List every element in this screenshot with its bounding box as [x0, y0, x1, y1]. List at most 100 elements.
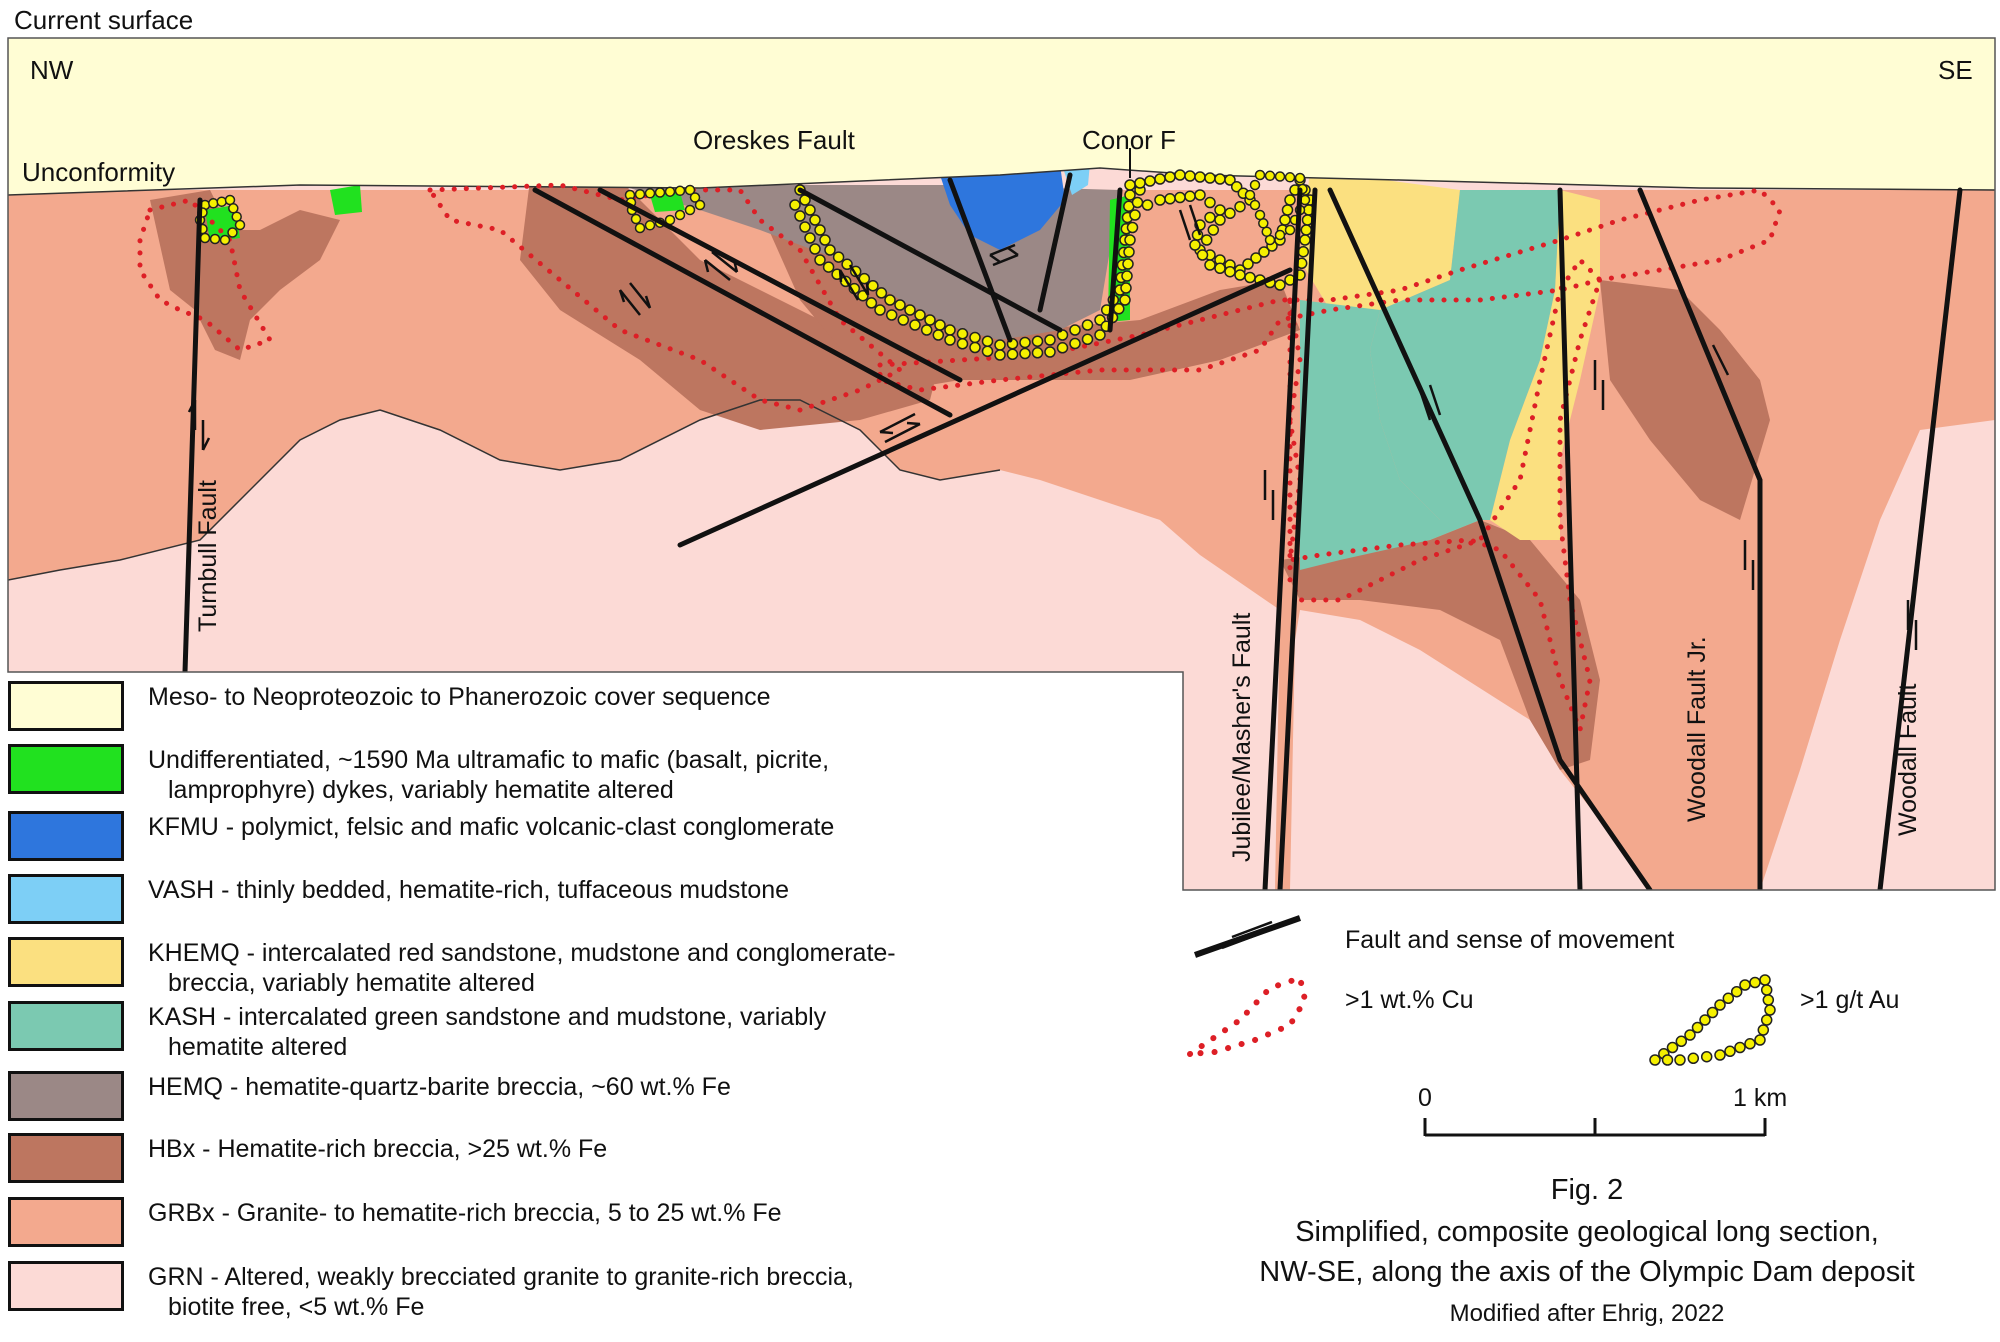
- au-dot: [944, 334, 956, 346]
- khemq-unit: [1300, 170, 1460, 310]
- legend-label-continued: breccia, variably hematite altered: [168, 969, 535, 997]
- au-dot: [1121, 270, 1133, 282]
- au-dot: [1189, 239, 1201, 251]
- au-dot: [1294, 172, 1306, 184]
- au-dot: [956, 338, 969, 350]
- au-dot: [1249, 199, 1261, 211]
- au-dot: [1031, 347, 1044, 359]
- au-dot: [875, 287, 888, 299]
- hbx-unit: [1600, 280, 1770, 520]
- au-dot: [914, 309, 926, 321]
- au-dot: [1131, 196, 1144, 209]
- au-dot: [857, 289, 869, 302]
- legend-label: GRBx - Granite- to hematite-rich breccia…: [148, 1199, 782, 1227]
- au-dot: [1126, 221, 1139, 234]
- current-surface-label: Current surface: [14, 5, 194, 35]
- kash-unit: [1370, 190, 1560, 520]
- au-dot: [689, 192, 701, 203]
- jubilee-fault-line: [1262, 187, 1303, 890]
- woodall-fault-jr-label: Woodall Fault Jr.: [1683, 636, 1711, 822]
- fault-arrow-icon: [703, 251, 739, 281]
- au-symbol-icon: [1649, 974, 1776, 1066]
- au-dot: [981, 345, 994, 358]
- au-dot: [1724, 1045, 1736, 1058]
- au-dot: [1760, 1014, 1773, 1026]
- legend-label: VASH - thinly bedded, hematite-rich, tuf…: [148, 876, 790, 904]
- au-dot: [804, 204, 816, 216]
- au-dot: [1224, 207, 1236, 220]
- au-dot: [1230, 180, 1243, 193]
- au-dot: [227, 227, 238, 238]
- legend-swatch-grbx: [8, 1197, 124, 1247]
- au-dot: [1281, 204, 1294, 216]
- au-dot: [1760, 984, 1773, 996]
- au-dot: [208, 198, 219, 209]
- au-dot: [1184, 170, 1196, 182]
- au-dot: [654, 187, 666, 198]
- jubilee-fault-label: Jubilee/Masher's Fault: [1228, 612, 1256, 862]
- au-dot: [1122, 258, 1134, 270]
- legend-label-continued: biotite free, <5 wt.% Fe: [168, 1293, 425, 1321]
- au-dot: [634, 222, 646, 234]
- fault-arrow-icon: [1418, 384, 1442, 421]
- au-dot: [1214, 262, 1226, 275]
- au-dot: [1754, 1034, 1766, 1046]
- legend-swatch-khemq: [8, 937, 124, 987]
- au-dot: [832, 251, 845, 263]
- au-dot: [920, 324, 933, 336]
- au-dot: [1056, 342, 1069, 354]
- au-dot: [1144, 175, 1156, 187]
- section-outline: [7, 37, 1996, 891]
- au-dot: [1200, 234, 1213, 246]
- legend-swatch-kfmu: [8, 811, 124, 861]
- fault-arrow-icon: [989, 243, 1019, 267]
- au-dot: [1006, 348, 1019, 361]
- au-dot: [804, 232, 816, 244]
- au-dot: [1254, 209, 1266, 221]
- au-dot: [1714, 1049, 1726, 1061]
- legend-swatch-grn: [8, 1261, 124, 1311]
- au-dot: [1684, 1029, 1696, 1041]
- au-dot: [1744, 1038, 1756, 1050]
- fault-line: [1327, 187, 1653, 890]
- au-dot: [799, 221, 811, 233]
- conor-f-label: Conor F: [1082, 125, 1176, 155]
- au-dot: [822, 261, 835, 273]
- khemq-unit: [1490, 190, 1600, 540]
- au-dot: [1214, 204, 1226, 216]
- au-dot: [1134, 177, 1146, 189]
- au-dot: [897, 314, 910, 326]
- au-dot: [1214, 214, 1226, 226]
- au-dot: [794, 210, 806, 222]
- fault-line: [947, 177, 1013, 343]
- woodall-fault-line: [1877, 187, 1963, 890]
- au-dot: [1164, 171, 1176, 183]
- oreskes-fault-label: Oreskes Fault: [693, 125, 855, 155]
- au-dot: [1675, 1035, 1688, 1048]
- cover-unit: [8, 38, 1995, 195]
- au-dot: [1284, 172, 1296, 183]
- au-dot: [1141, 199, 1154, 211]
- au-dot: [1264, 170, 1276, 182]
- au-dot: [1700, 1050, 1713, 1063]
- au-dot: [1081, 333, 1094, 346]
- au-dot: [809, 214, 821, 226]
- au-dot: [994, 339, 1006, 351]
- au-dot: [934, 319, 946, 331]
- se-label: SE: [1938, 55, 1973, 85]
- au-dot: [674, 209, 686, 221]
- au-dot: [1124, 179, 1136, 191]
- au-dot: [684, 204, 696, 216]
- au-dot: [1204, 259, 1216, 271]
- au-dot: [1224, 265, 1236, 278]
- fault-arrow-icon: [879, 412, 921, 444]
- au-dot: [789, 199, 801, 211]
- au-dot: [1687, 1052, 1700, 1065]
- au-dot: [1154, 173, 1166, 185]
- au-dot: [1019, 336, 1031, 349]
- scale-bar: [1423, 1118, 1767, 1137]
- au-symbol-label: >1 g/t Au: [1800, 986, 1900, 1014]
- au-dot: [1691, 1021, 1704, 1034]
- au-dot: [1250, 252, 1262, 264]
- legend-swatch-hemq: [8, 1071, 124, 1121]
